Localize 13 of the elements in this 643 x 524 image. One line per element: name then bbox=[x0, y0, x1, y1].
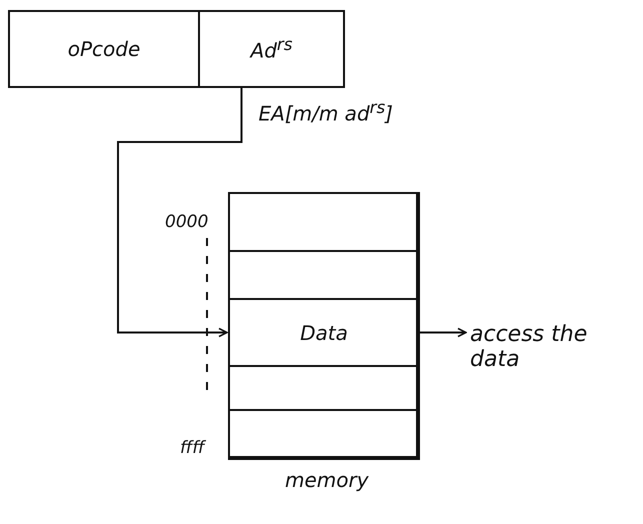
field-text: oPcode bbox=[68, 37, 140, 61]
instruction-field bbox=[198, 10, 345, 88]
field-text: Ad$^{rs}$ bbox=[250, 35, 292, 63]
annotation-text: access the data bbox=[470, 322, 588, 372]
instruction-field bbox=[8, 10, 200, 88]
memory-caption: memory bbox=[285, 468, 369, 492]
memory-cell bbox=[228, 409, 420, 460]
field-text: Data bbox=[300, 320, 348, 344]
arrow bbox=[117, 88, 242, 338]
arrow bbox=[420, 328, 467, 338]
edge-label: EA[m/m ad$^{rs}$] bbox=[258, 98, 393, 126]
address-label: ffff bbox=[180, 438, 205, 458]
address-label: 0000 bbox=[165, 212, 208, 232]
